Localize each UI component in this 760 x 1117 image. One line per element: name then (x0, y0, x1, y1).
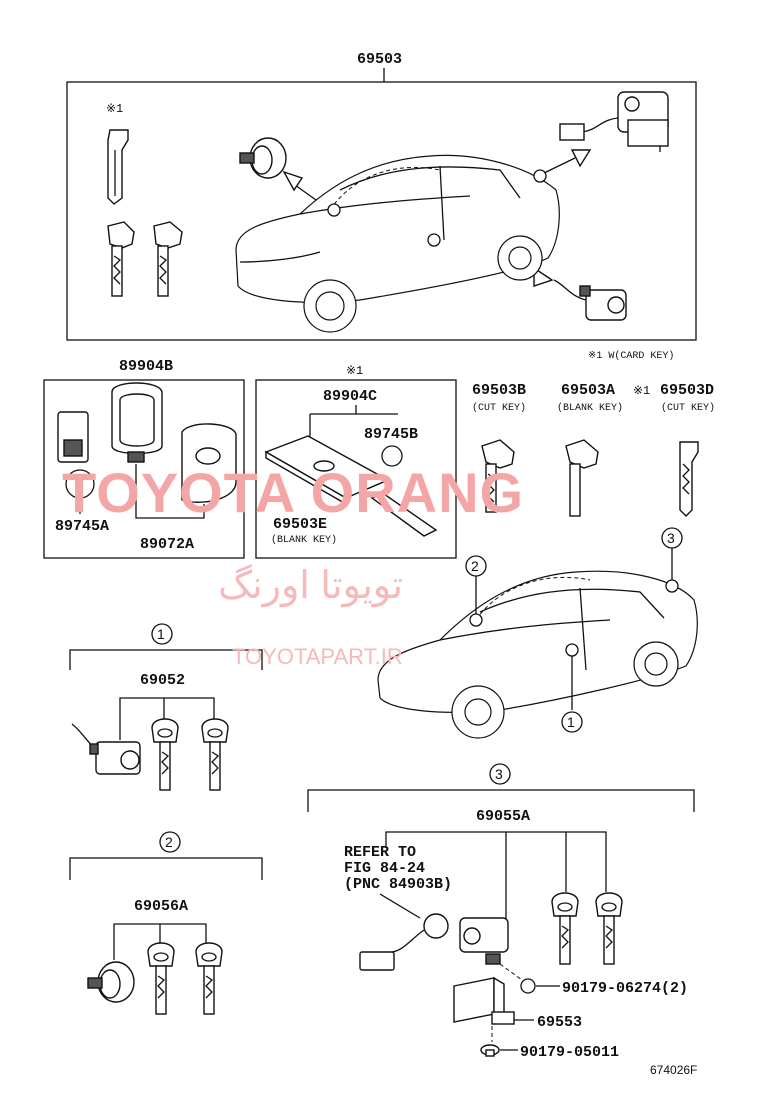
callout-2-group: 2 (159, 831, 181, 853)
svg-text:3: 3 (667, 530, 675, 546)
card-key-legend: ※1 W(CARD KEY) (588, 350, 674, 362)
group-2-leaders (113, 923, 207, 960)
cut-key-69503b-icon (481, 439, 515, 513)
watermark-url: TOYOTAPART.IR (232, 644, 403, 669)
trunk-lock-switch-icon (359, 913, 449, 971)
card-key-body-icon (264, 435, 390, 506)
key-insert-icon (57, 411, 89, 463)
key-case-icon (181, 423, 237, 503)
battery-89745b-icon (381, 445, 403, 467)
bolt-lower-icon (480, 1044, 500, 1057)
blank-key-69503a-icon (565, 439, 599, 517)
blank-key-icon (153, 221, 183, 297)
svg-text:1: 1 (567, 714, 575, 730)
top-note-mark: ※1 (106, 102, 123, 116)
bolt-upper-icon (520, 978, 536, 994)
bolt-upper-label: 90179-06274(2) (562, 980, 688, 997)
arrow-head-2 (570, 149, 592, 168)
trunk-cylinder-icon (459, 917, 509, 965)
callout-3-group: 3 (489, 763, 511, 785)
door-lock-icon (553, 279, 627, 321)
blank-key-69503e-label: 69503E (273, 516, 327, 533)
battery-89745b-label: 89745B (364, 426, 418, 443)
watermark-latin: TOYOTA ORANG (62, 461, 524, 524)
key-69503b-note: (CUT KEY) (472, 402, 526, 414)
svg-text:1: 1 (157, 626, 165, 642)
card-key-number: 89904C (323, 388, 377, 405)
svg-text:2: 2 (165, 834, 173, 850)
key-69503b-label: 69503B (472, 382, 526, 399)
bracket-69553-icon (453, 976, 515, 1025)
ignition-switch-icon (559, 91, 669, 152)
bracket-69553-label: 69553 (537, 1014, 582, 1031)
refer-leader (379, 893, 421, 919)
arrow-head-3 (533, 266, 554, 287)
key-69503d-note: (CUT KEY) (661, 402, 715, 414)
card-note-mark: ※1 (346, 364, 363, 378)
key-69503a-note: (BLANK KEY) (557, 402, 623, 414)
callout-1-group: 1 (151, 623, 173, 645)
key-group3-b-icon (595, 892, 623, 965)
key-69503a-mark: ※1 (633, 384, 650, 398)
key-group2-b-icon (195, 942, 223, 1015)
top-car-illustration (235, 154, 560, 333)
bolt-upper-dash (499, 963, 523, 981)
diagram-code: 674026F (650, 1063, 697, 1077)
key-69503a-label: 69503A (561, 382, 615, 399)
refer-line-1: REFER TO (344, 844, 416, 861)
svg-text:2: 2 (471, 558, 479, 574)
group-3-number: 69055A (476, 808, 530, 825)
arrow-line-2 (539, 157, 576, 176)
key-group1-a-icon (151, 718, 179, 791)
callout-2-middle: 2 (465, 555, 487, 577)
smart-key-frame (43, 379, 245, 559)
top-assembly-number: 69503 (357, 51, 402, 68)
ignition-lock-group1-icon (71, 723, 141, 775)
callout-3-middle: 3 (661, 527, 683, 549)
key-69503d-label: 69503D (660, 382, 714, 399)
key-group3-a-icon (551, 892, 579, 965)
watermark-persian: تویوتا اورنگ (218, 563, 403, 608)
card-cut-key-69503d-icon (679, 441, 699, 517)
lock-cylinder-icon (239, 137, 287, 179)
svg-text:3: 3 (495, 766, 503, 782)
case-89072a-label: 89072A (140, 536, 194, 553)
smart-key-fob-icon (111, 382, 163, 463)
refer-line-2: FIG 84-24 (344, 860, 425, 877)
battery-89745a-label: 89745A (55, 518, 109, 535)
group-1-bracket (69, 649, 263, 670)
arrow-head-1 (282, 170, 304, 192)
cut-key-icon (107, 221, 135, 297)
card-key-icon (107, 129, 129, 205)
group-2-bracket (69, 857, 263, 880)
key-group1-b-icon (201, 718, 229, 791)
bolt-lower-label: 90179-05011 (520, 1044, 619, 1061)
smart-key-number: 89904B (119, 358, 173, 375)
group-1-number: 69052 (140, 672, 185, 689)
door-cylinder-group2-icon (87, 961, 135, 1003)
top-assembly-frame (66, 81, 697, 341)
group-3-bracket (307, 789, 695, 812)
group-2-number: 69056A (134, 898, 188, 915)
card-key-frame (255, 379, 457, 559)
blank-card-key-icon (370, 493, 438, 537)
blank-key-69503e-note: (BLANK KEY) (271, 534, 337, 546)
group-1-leaders (119, 697, 215, 740)
refer-line-3: (PNC 84903B) (344, 876, 452, 893)
case-leader (135, 464, 205, 519)
callout-1-middle: 1 (561, 711, 583, 733)
middle-car-illustration (377, 548, 698, 739)
key-group2-a-icon (147, 942, 175, 1015)
